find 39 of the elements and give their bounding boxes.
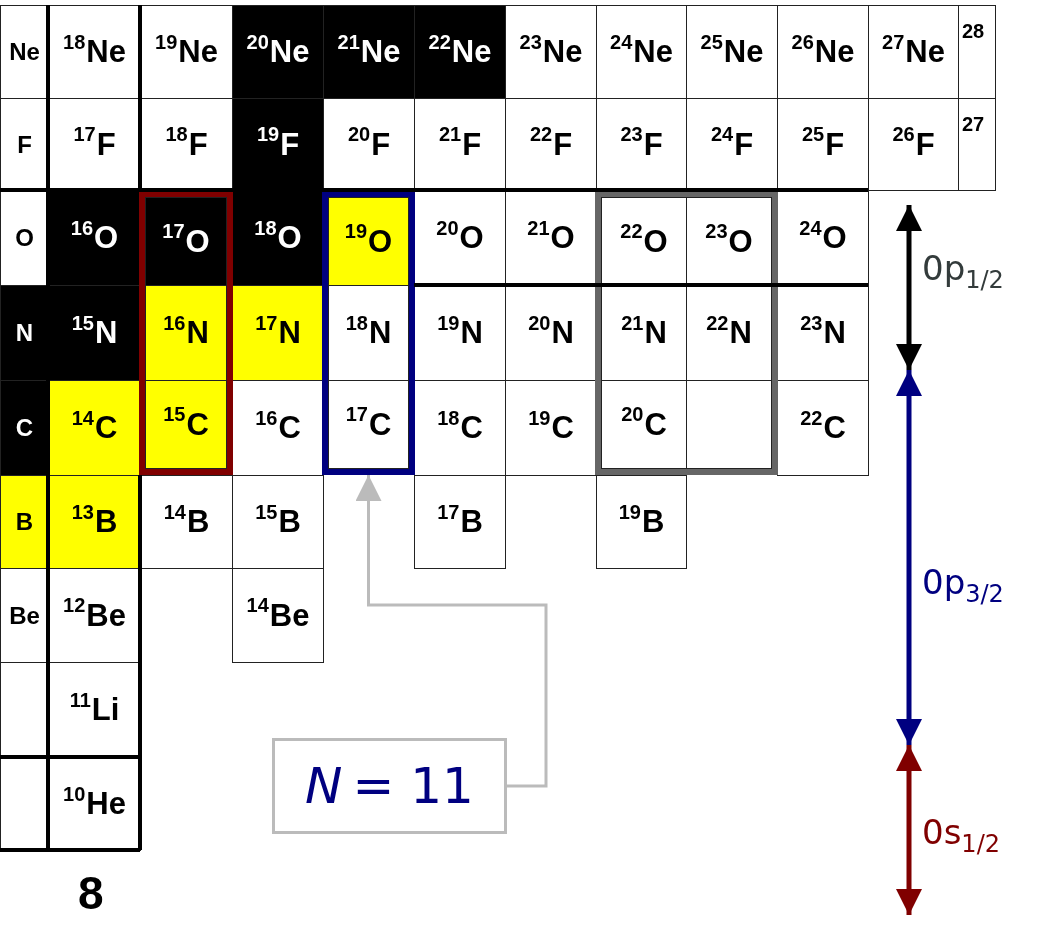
nuclide-cell: $^{15}$N — [48, 285, 141, 381]
nuclide-cell: C — [0, 380, 49, 476]
shell-label: 0p$_{3/2}$ — [922, 562, 1004, 608]
nuclide-cell: $^{19}$F — [232, 98, 324, 191]
nuclide-cell: B — [0, 475, 49, 569]
nuclide-cell: $^{13}$B — [48, 475, 141, 569]
nuclide-cell: $^{22}$Ne — [414, 5, 506, 99]
nuclide-cell: N — [0, 285, 49, 381]
highlight-frame — [322, 191, 415, 475]
nuclide-cell: $^{18}$N — [328, 285, 409, 381]
nuclide-cell: $^{21}$Ne — [323, 5, 415, 99]
nuclide-cell: 27 — [958, 98, 996, 191]
nuclide-cell: $^{14}$Be — [232, 568, 324, 663]
leader-arrow — [355, 475, 548, 788]
nuclide-cell: $^{16}$O — [48, 190, 141, 286]
neutron-number: 8 — [78, 866, 104, 920]
nuclide-cell: $^{17}$O — [145, 197, 227, 286]
shell-label: 0p$_{1/2}$ — [922, 248, 1004, 294]
nuclide-cell: $^{16}$N — [145, 285, 227, 381]
nuclide-cell: $^{19}$O — [328, 197, 409, 286]
nuclide-cell: $^{17}$N — [232, 285, 324, 381]
nuclide-cell: $^{14}$B — [140, 475, 233, 569]
nuclide-cell: $^{14}$C — [48, 380, 141, 476]
nuclide-cell: $^{19}$B — [596, 475, 687, 569]
nuclide-cell: $^{22}$C — [777, 380, 869, 476]
annotation-box: N = 11 — [272, 738, 507, 834]
nuclide-cell: $^{18}$O — [232, 190, 324, 286]
nuclide-cell: $^{17}$B — [414, 475, 506, 569]
nuclide-cell: $^{20}$C — [601, 380, 687, 469]
highlight-frame — [595, 191, 778, 475]
highlight-frame — [139, 191, 233, 475]
nuclide-cell: Ne — [0, 5, 49, 99]
nuclide-cell: $^{17}$C — [328, 380, 409, 469]
nuclide-cell: 28 — [958, 5, 996, 99]
shell-label: 0s$_{1/2}$ — [922, 812, 1000, 858]
nuclide-cell: $^{22}$O — [601, 197, 687, 286]
nuclide-cell: $^{20}$Ne — [232, 5, 324, 99]
nuclide-cell: $^{23}$O — [686, 197, 772, 286]
nuclide-cell: $^{15}$C — [145, 380, 227, 469]
